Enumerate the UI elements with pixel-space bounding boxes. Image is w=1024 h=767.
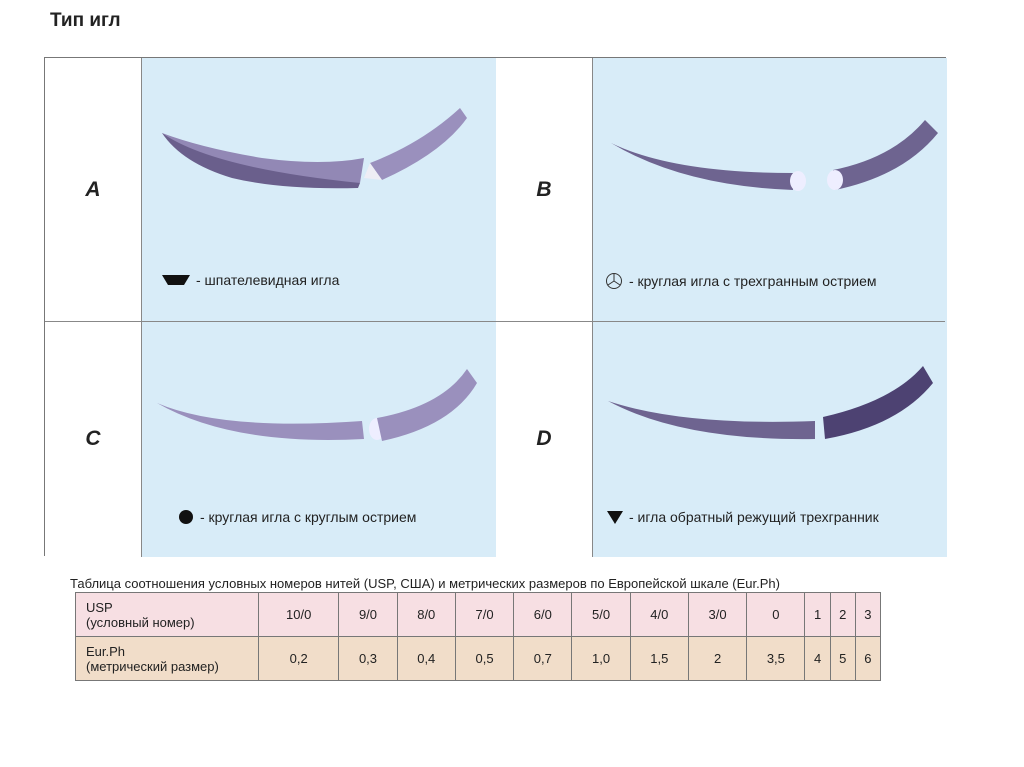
row-divider bbox=[45, 321, 945, 322]
caption-a: - шпателевидная игла bbox=[162, 272, 339, 288]
caption-text: - круглая игла с круглым острием bbox=[200, 509, 417, 525]
caption-b: - круглая игла с трехгранным острием bbox=[605, 272, 877, 290]
reverse-cutting-needle-image bbox=[608, 366, 933, 440]
table-cell: 6 bbox=[854, 636, 882, 681]
table-cell: 4/0 bbox=[629, 592, 689, 637]
spatula-icon bbox=[162, 275, 190, 285]
table-cell: 9/0 bbox=[338, 592, 398, 637]
needle-types-grid: A - шпателевидная игла B - круглая игла … bbox=[44, 57, 947, 557]
table-cell: 6/0 bbox=[513, 592, 573, 637]
table-cell: 0,3 bbox=[338, 636, 398, 681]
table-cell: 1 bbox=[804, 592, 831, 637]
row-label: USP bbox=[86, 599, 113, 615]
table-cell: 0,5 bbox=[454, 636, 515, 681]
round-triangular-icon bbox=[606, 273, 622, 289]
spatula-needle-image bbox=[162, 108, 467, 189]
row-label: Eur.Ph bbox=[86, 643, 126, 659]
panel-letter-a: A bbox=[45, 58, 141, 321]
caption-text: - шпателевидная игла bbox=[196, 272, 340, 288]
row-sublabel: (условный номер) bbox=[86, 614, 195, 630]
table-cell: 3 bbox=[854, 592, 882, 637]
round-needle-image bbox=[157, 369, 477, 441]
caption-text: - игла обратный режущий трехгранник bbox=[629, 509, 879, 525]
table-cell: 0 bbox=[746, 592, 806, 637]
table-row-eurph: Eur.Ph(метрический размер) 0,2 0,3 0,4 0… bbox=[75, 636, 882, 681]
row-sublabel: (метрический размер) bbox=[86, 658, 219, 674]
panel-a: - шпателевидная игла bbox=[141, 58, 496, 321]
panel-letter-b: B bbox=[496, 58, 592, 321]
round-triangular-needle-image bbox=[611, 120, 938, 191]
panel-letter-c: C bbox=[45, 321, 141, 557]
row-header: USP(условный номер) bbox=[75, 592, 259, 637]
caption-c: - круглая игла с круглым острием bbox=[178, 509, 416, 525]
table-cell: 5/0 bbox=[571, 592, 631, 637]
table-cell: 7/0 bbox=[454, 592, 515, 637]
table-row-usp: USP(условный номер) 10/0 9/0 8/0 7/0 6/0… bbox=[75, 592, 882, 637]
table-cell: 0,7 bbox=[513, 636, 573, 681]
usp-eurph-table: USP(условный номер) 10/0 9/0 8/0 7/0 6/0… bbox=[75, 592, 882, 681]
triangle-down-icon bbox=[607, 511, 623, 524]
panel-c: - круглая игла с круглым острием bbox=[141, 321, 496, 557]
table-cell: 3/0 bbox=[687, 592, 748, 637]
table-cell: 2 bbox=[687, 636, 748, 681]
caption-d: - игла обратный режущий трехгранник bbox=[607, 509, 879, 525]
page-title: Тип игл bbox=[50, 10, 121, 31]
caption-text: - круглая игла с трехгранным острием bbox=[629, 273, 877, 289]
table-cell: 5 bbox=[829, 636, 856, 681]
table-cell: 10/0 bbox=[257, 592, 340, 637]
circle-icon bbox=[179, 510, 193, 524]
table-cell: 3,5 bbox=[746, 636, 806, 681]
panel-d: - игла обратный режущий трехгранник bbox=[592, 321, 947, 557]
row-header: Eur.Ph(метрический размер) bbox=[75, 636, 259, 681]
table-cell: 8/0 bbox=[396, 592, 456, 637]
table-cell: 1,5 bbox=[629, 636, 689, 681]
table-cell: 1,0 bbox=[571, 636, 631, 681]
table-cell: 0,4 bbox=[396, 636, 456, 681]
table-cell: 0,2 bbox=[257, 636, 340, 681]
table-caption: Таблица соотношения условных номеров нит… bbox=[70, 576, 780, 591]
table-cell: 4 bbox=[804, 636, 831, 681]
panel-letter-d: D bbox=[496, 321, 592, 557]
panel-b: - круглая игла с трехгранным острием bbox=[592, 58, 947, 321]
table-cell: 2 bbox=[829, 592, 856, 637]
